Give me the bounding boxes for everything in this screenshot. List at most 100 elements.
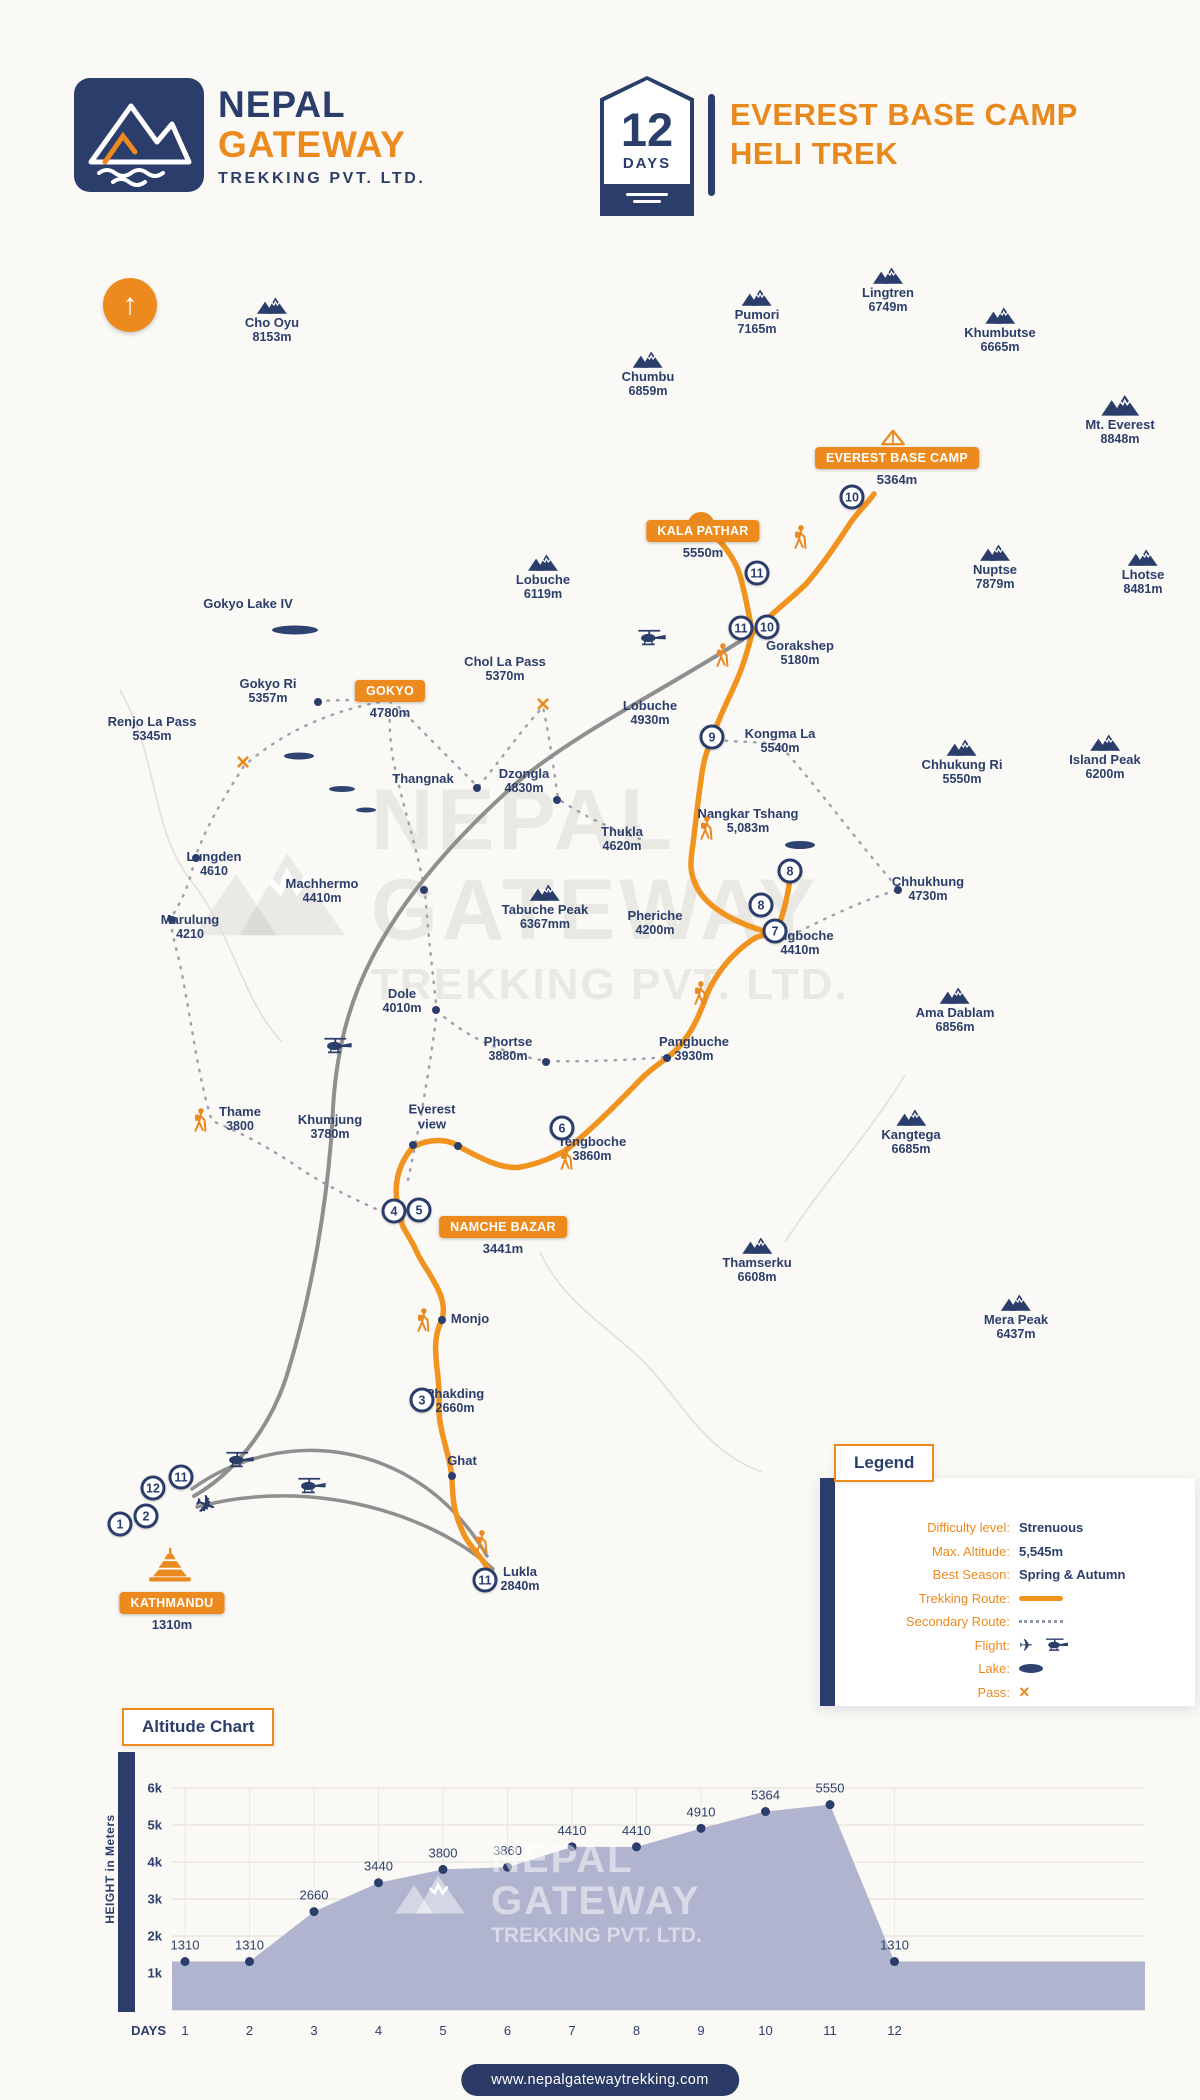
peak-name: Chumbu — [621, 369, 675, 384]
mountain-icon — [1001, 1293, 1031, 1311]
days-label: DAYS — [622, 155, 672, 172]
legend-row: Trekking Route: — [860, 1589, 1181, 1608]
title-line2: HELI TREK — [730, 135, 899, 171]
page-title: EVEREST BASE CAMP HELI TREK — [730, 96, 1078, 174]
peak-elevation: 6749m — [868, 300, 908, 314]
peak-elevation: 6367mm — [519, 917, 571, 931]
place-dot — [420, 886, 428, 894]
peak-elevation: 8481m — [1123, 582, 1163, 596]
camp-elevation: 3441m — [482, 1241, 524, 1256]
logo-mountain-icon — [88, 103, 192, 187]
place-dot — [438, 1316, 446, 1324]
place-elevation: 3880m — [488, 1049, 528, 1063]
legend-value: Spring & Autumn — [1019, 1567, 1126, 1582]
camp-label: KALA PATHAR — [646, 520, 760, 542]
legend-label: Trekking Route: — [918, 1590, 1010, 1606]
place-name: Lungden — [186, 849, 242, 864]
days-number: 12 — [620, 103, 674, 156]
mountain-icon — [940, 986, 970, 1004]
heli-icon — [635, 628, 669, 648]
trekker-icon — [712, 642, 732, 668]
peak-elevation: 5550m — [942, 772, 982, 786]
website-link[interactable]: www.nepalgatewaytrekking.com — [461, 2064, 739, 2096]
days-badge: 12 DAYS — [600, 76, 694, 216]
place-name: Nangkar Tshang — [697, 806, 799, 821]
place-elevation: 4410m — [780, 943, 820, 957]
place-name: Chol La Pass — [464, 654, 546, 669]
place-name: Pheriche — [627, 908, 683, 923]
place-elevation: 5370m — [485, 669, 525, 683]
lake-shape — [284, 752, 314, 760]
place-dot — [454, 1142, 462, 1150]
mound-icon — [687, 511, 715, 525]
mountain-icon — [896, 1108, 926, 1126]
place-marker: Monjo — [451, 1310, 489, 1326]
camp-label: EVEREST BASE CAMP — [815, 447, 979, 469]
day-marker: 11 — [744, 560, 770, 586]
place-name: Phortse — [483, 1034, 533, 1049]
legend-label: Max. Altitude: — [931, 1543, 1010, 1559]
place-elevation: 3800 — [226, 1119, 254, 1133]
secondary-route-symbol — [1019, 1620, 1063, 1623]
mountain-icon — [528, 553, 558, 571]
peak-elevation: 6119m — [523, 587, 563, 601]
camp-label: GOKYO — [354, 680, 426, 702]
peak-elevation: 6685m — [891, 1142, 931, 1156]
tent-icon — [880, 428, 906, 446]
title-separator — [708, 94, 715, 196]
heli-icon — [321, 1036, 355, 1056]
day-marker: 11 — [728, 615, 754, 641]
north-icon: ↑ — [103, 278, 157, 332]
legend-title: Legend — [834, 1444, 935, 1482]
place-elevation: 4410m — [302, 891, 342, 905]
place-elevation: 4830m — [504, 781, 544, 795]
lake-shape — [785, 841, 815, 849]
place-dot — [432, 1006, 440, 1014]
place-name: Thame — [219, 1104, 261, 1119]
place-elevation: 5,083m — [726, 821, 770, 835]
place-name: Marulung — [160, 912, 220, 927]
mountain-icon — [1090, 733, 1120, 751]
peak-name: Chhukung Ri — [921, 757, 1003, 772]
trekking-route-symbol — [1019, 1595, 1063, 1601]
legend-label: Secondary Route: — [905, 1614, 1010, 1629]
day-marker: 4 — [381, 1198, 407, 1224]
place-name: Renjo La Pass — [107, 714, 197, 729]
peak-name: Ama Dablam — [915, 1005, 995, 1020]
peak-elevation: 8848m — [1100, 432, 1140, 446]
place-name: Phakding — [425, 1386, 485, 1401]
days-badge-waves — [604, 184, 690, 212]
place-elevation: 5345m — [132, 729, 172, 743]
trekker-icon — [190, 1107, 210, 1133]
legend-value: 5,545m — [1019, 1543, 1064, 1559]
day-marker: 5 — [406, 1197, 432, 1223]
mountain-icon — [257, 296, 287, 314]
place-elevation: 4730m — [908, 889, 948, 903]
place-elevation: 4200m — [635, 923, 675, 937]
place-dot — [663, 1054, 671, 1062]
heli-icon — [223, 1450, 257, 1470]
place-dot — [409, 1141, 417, 1149]
place-name: Khumjung — [297, 1112, 363, 1127]
mountain-icon — [873, 266, 903, 284]
place-name: Lobuche — [622, 698, 678, 713]
mountain-icon — [742, 1236, 772, 1254]
trekker-icon — [471, 1529, 491, 1555]
legend-accent-bar — [820, 1478, 835, 1706]
day-marker: 8 — [748, 892, 774, 918]
